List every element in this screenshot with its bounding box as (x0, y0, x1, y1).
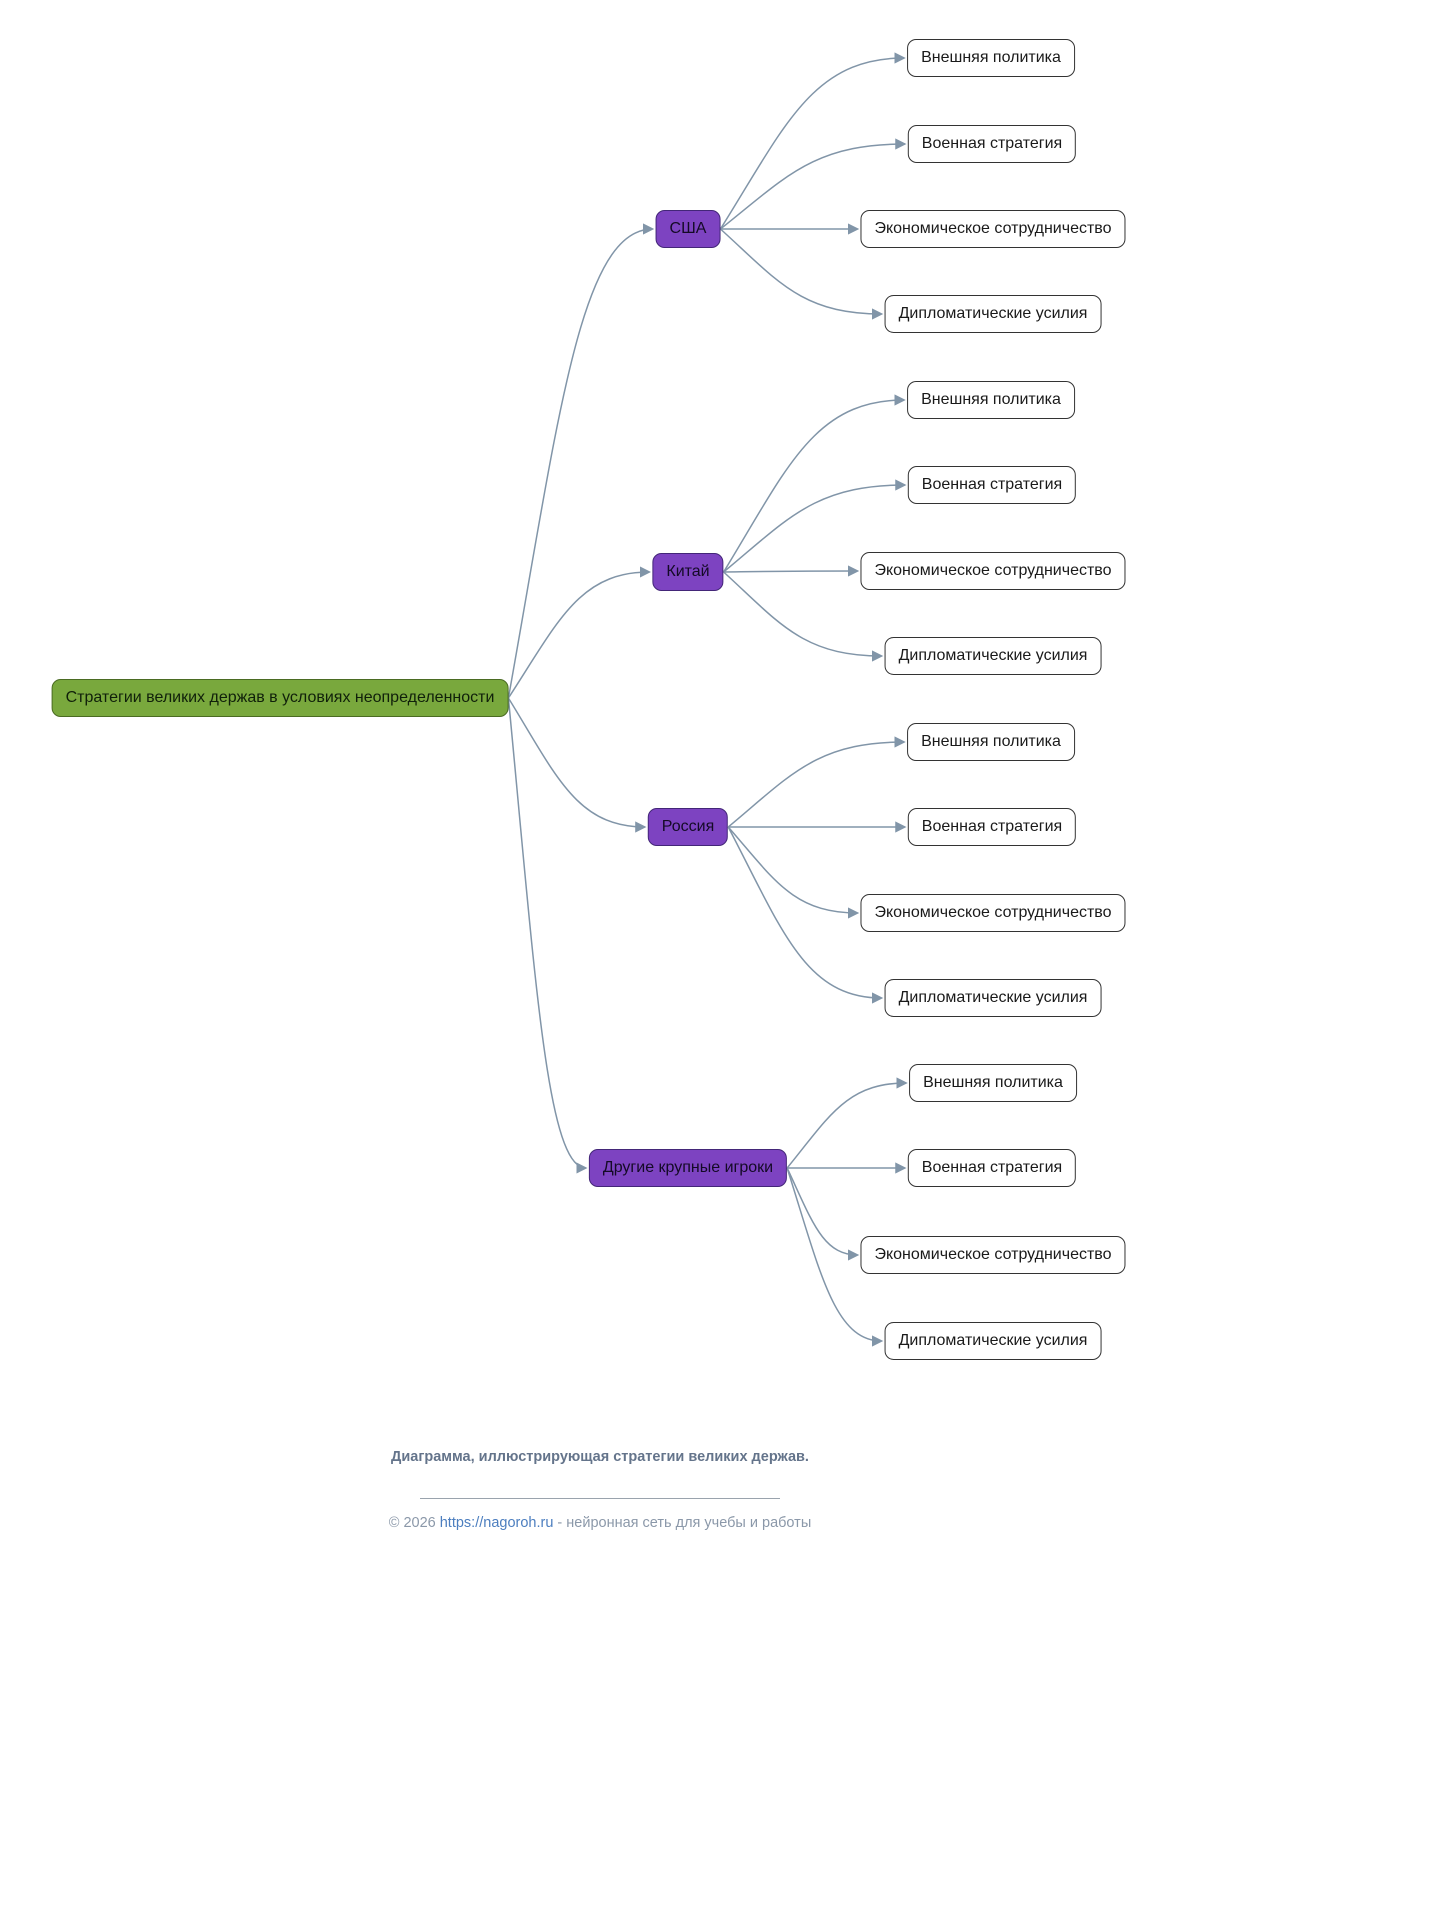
diagram-caption: Диаграмма, иллюстрирующая стратегии вели… (391, 1449, 809, 1465)
mindmap-edge (507, 697, 588, 1174)
mindmap-leaf-node: Военная стратегия (907, 125, 1077, 163)
mindmap-leaf-node: Экономическое сотрудничество (860, 552, 1126, 590)
mindmap-edge (786, 1167, 860, 1261)
mindmap-edge (719, 138, 907, 230)
footer-divider (420, 1497, 780, 1499)
mindmap-branch-node: Россия (647, 808, 729, 846)
mindmap-leaf-node: Внешняя политика (907, 39, 1075, 77)
mindmap-edge (723, 479, 907, 573)
mindmap-leaf-node: Экономическое сотрудничество (860, 1236, 1126, 1274)
mindmap-leaf-node: Военная стратегия (907, 1149, 1077, 1187)
mindmap-edge (786, 1167, 884, 1347)
diagram-footer: Диаграмма, иллюстрирующая стратегии вели… (320, 1448, 880, 1531)
mindmap-leaf-node: Военная стратегия (907, 466, 1077, 504)
mindmap-leaf-node: Дипломатические усилия (884, 979, 1102, 1017)
mindmap-edge (723, 571, 884, 662)
mindmap-leaf-node: Внешняя политика (907, 381, 1075, 419)
mindmap-leaf-node: Военная стратегия (907, 808, 1077, 846)
mindmap-leaf-node: Внешняя политика (909, 1064, 1077, 1102)
mindmap-edge (727, 736, 906, 828)
mindmap-edge (722, 394, 906, 573)
mindmap-leaf-node: Дипломатические усилия (884, 637, 1102, 675)
mindmap-branch-node: Китай (652, 553, 724, 591)
mindmap-edge (723, 565, 860, 577)
mindmap-leaf-node: Экономическое сотрудничество (860, 894, 1126, 932)
mindmap-branch-node: США (655, 210, 721, 248)
mindmap-edge (507, 223, 655, 699)
site-link[interactable]: https://nagoroh.ru (439, 1514, 554, 1531)
mindmap-leaf-node: Дипломатические усилия (884, 1322, 1102, 1360)
mindmap-branch-node: Другие крупные игроки (588, 1149, 788, 1187)
mindmap-edge (507, 697, 647, 833)
mindmap-edge (719, 52, 906, 230)
mindmap-leaf-node: Дипломатические усилия (884, 295, 1102, 333)
copyright-line: © 2026 https://nagoroh.ru - нейронная се… (320, 1515, 880, 1531)
mindmap-root-node: Стратегии великих держав в условиях неоп… (51, 679, 509, 717)
mindmap-edge (727, 826, 884, 1004)
mindmap-edge (786, 1077, 908, 1169)
mindmap-edge (727, 826, 860, 919)
mindmap-edge (719, 228, 884, 320)
copyright-prefix: © 2026 (388, 1514, 440, 1531)
mindmap-edge (507, 566, 652, 699)
mindmap-leaf-node: Внешняя политика (907, 723, 1075, 761)
copyright-suffix: - нейронная сеть для учебы и работы (553, 1514, 812, 1531)
mindmap-leaf-node: Экономическое сотрудничество (860, 210, 1126, 248)
